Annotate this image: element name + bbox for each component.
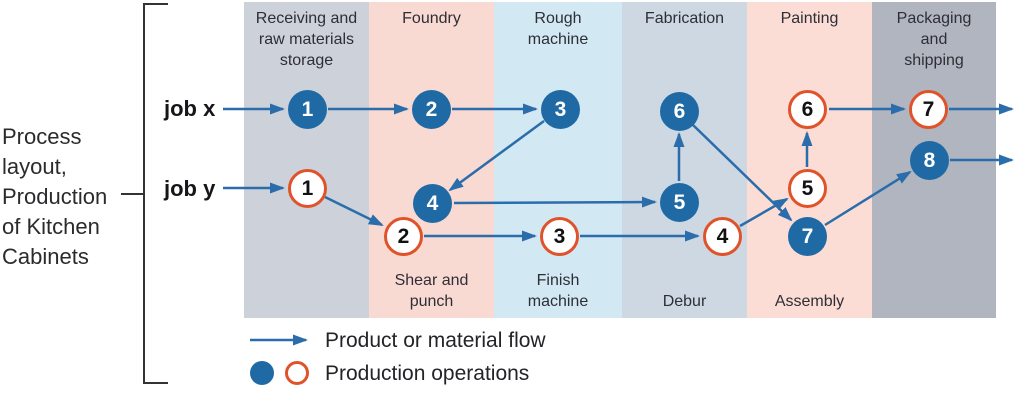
op-number: 6 [673,100,686,123]
op-number: 3 [553,225,566,248]
figure-title: Process layout, Production of Kitchen Ca… [2,124,108,269]
op-number: 4 [716,225,729,248]
legend-filled-circle [250,361,274,385]
op-node-jobx-5: 5 [660,183,699,222]
legend-flow-label: Product or material flow [325,329,546,352]
op-number: 3 [554,98,567,121]
figure-bracket [143,3,168,384]
department-receiving: Receiving and raw materials storage [244,2,369,318]
department-header: Receiving and raw materials storage [255,10,358,69]
op-number: 2 [397,225,410,248]
job-x-label: job x [164,96,216,121]
op-node-joby-2: 2 [384,217,423,256]
title-connector-dash [121,193,144,195]
op-number: 8 [923,149,936,172]
op-number: 5 [801,177,814,200]
department-foundry: Foundry Shear and punch [369,2,494,318]
department-painting: Painting Assembly [747,2,872,318]
legend-open-circle [285,361,309,385]
op-number: 6 [801,98,814,121]
op-number: 5 [673,191,686,214]
department-header: Fabrication [644,10,725,27]
department-footer: Debur [662,293,707,310]
department-footer: Shear and punch [394,272,469,310]
op-number: 7 [922,98,935,121]
department-rough-machine: Rough machine Finish machine [494,2,622,318]
op-node-joby-7: 7 [909,90,948,129]
op-node-jobx-7: 7 [788,217,827,256]
op-node-jobx-8: 8 [910,141,949,180]
op-node-jobx-4: 4 [413,184,452,223]
department-header: Foundry [402,10,461,27]
op-number: 1 [301,177,314,200]
legend-operations-label: Production operations [325,362,530,385]
op-node-joby-4: 4 [703,217,742,256]
op-node-joby-3: 3 [540,217,579,256]
op-number: 7 [801,225,814,248]
op-node-jobx-3: 3 [541,90,580,129]
department-header: Packaging and shipping [896,10,972,69]
job-y-label: job y [164,176,216,201]
op-number: 2 [425,98,438,121]
department-header: Painting [780,10,839,27]
department-header: Rough machine [527,10,589,48]
op-node-jobx-6: 6 [660,92,699,131]
op-node-joby-1: 1 [288,169,327,208]
op-number: 4 [426,192,439,215]
department-footer: Assembly [774,293,845,310]
department-footer: Finish machine [527,272,589,310]
op-node-joby-6: 6 [788,90,827,129]
op-number: 1 [301,98,314,121]
op-node-jobx-1: 1 [288,90,327,129]
department-fabrication: Fabrication Debur [622,2,747,318]
op-node-jobx-2: 2 [412,90,451,129]
op-node-joby-5: 5 [788,169,827,208]
